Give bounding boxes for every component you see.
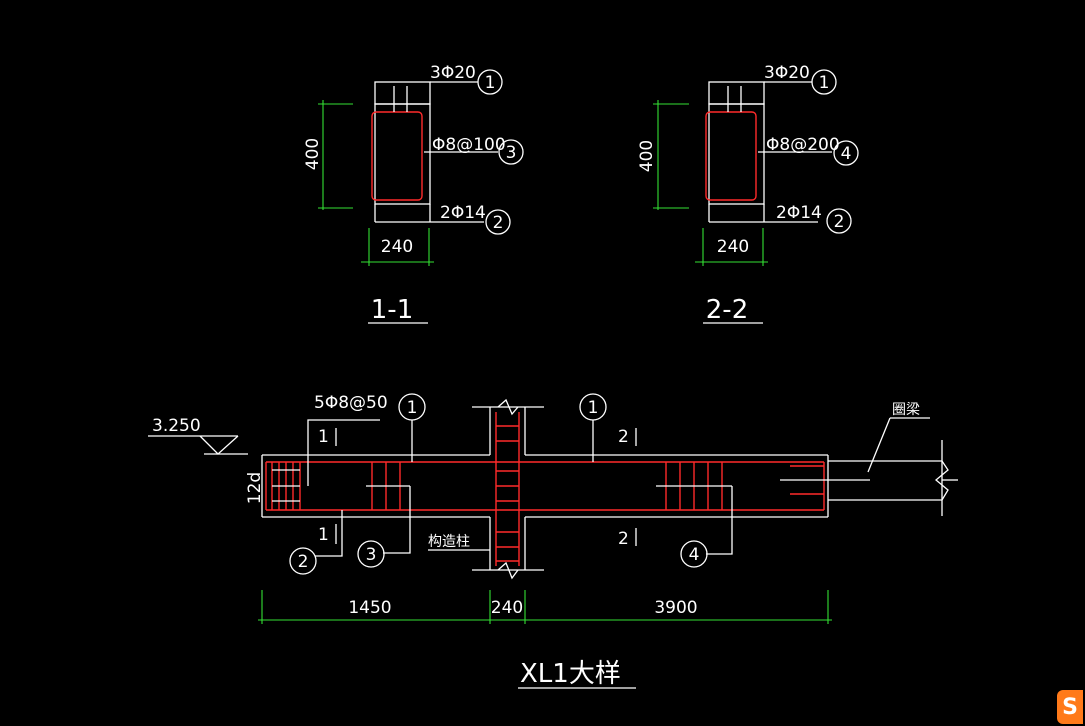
top-bar-label: 3Φ20 — [430, 63, 476, 83]
column-rebar — [495, 412, 520, 566]
beam-elevation: 3.250 圈梁 — [148, 393, 958, 689]
bar-tag-circle — [498, 139, 524, 165]
dimension-line: 1450 240 3900 — [258, 590, 832, 624]
stirrup-loop — [371, 111, 423, 201]
cut-label: 1 — [318, 525, 329, 545]
bottom-bar-label: 2Φ14 — [776, 203, 822, 223]
bar-tag-circle — [826, 208, 852, 234]
cut-label: 1 — [318, 427, 329, 447]
dim-mid: 240 — [491, 598, 523, 618]
bar-tag: 1 — [588, 398, 599, 418]
top-bar-label: 3Φ20 — [764, 63, 810, 83]
beam-rebar — [265, 461, 825, 511]
bar-tag: 3 — [366, 545, 377, 565]
bar-tag-circle — [833, 140, 859, 166]
section-title: 1-1 — [371, 295, 413, 325]
app-logo-icon: S — [1057, 690, 1083, 724]
bar-tag: 2 — [834, 212, 845, 232]
slab-edge — [374, 81, 431, 105]
cut-label: 2 — [618, 529, 629, 549]
width-dim: 240 — [717, 237, 749, 257]
stirrup-label: Φ8@200 — [766, 135, 840, 155]
bar-tag: 4 — [841, 144, 852, 164]
column-label: 构造柱 — [428, 534, 470, 550]
bar-tag-circle — [485, 209, 511, 235]
cut-label: 2 — [618, 427, 629, 447]
drawing-title: XL1大样 — [520, 659, 621, 689]
bar-tag-circle — [477, 69, 503, 95]
bar-tag-circle — [289, 547, 317, 575]
bar-tag: 2 — [298, 552, 309, 572]
bar-tag: 4 — [689, 545, 700, 565]
dim-right: 3900 — [654, 598, 697, 618]
bar-tag-circle — [398, 393, 426, 421]
bar-tag-circle — [680, 540, 708, 568]
anchor-length-label: 12d — [245, 472, 265, 504]
level-label: 3.250 — [152, 416, 201, 436]
bottom-bar-label: 2Φ14 — [440, 203, 486, 223]
bar-tag: 2 — [493, 213, 504, 233]
end-stirrup-label: 5Φ8@50 — [314, 393, 388, 413]
section-2-2: 3Φ20 Φ8@200 2Φ14 1 4 2 400 240 2-2 — [637, 63, 859, 325]
stirrup-label: Φ8@100 — [432, 135, 506, 155]
stirrup-loop — [705, 111, 757, 201]
width-dim: 240 — [381, 237, 413, 257]
level-triangle — [199, 435, 239, 455]
bar-tag: 1 — [407, 398, 418, 418]
bar-tag-circle — [357, 540, 385, 568]
dim-left: 1450 — [348, 598, 391, 618]
bar-tag: 3 — [506, 143, 517, 163]
section-1-1: 3Φ20 Φ8@100 2Φ14 1 3 2 400 240 1-1 — [303, 63, 524, 325]
bar-tag: 1 — [485, 73, 496, 93]
section-title: 2-2 — [706, 295, 748, 325]
ring-beam-label: 圈梁 — [892, 402, 920, 418]
slab-edge — [708, 81, 765, 105]
height-dim: 400 — [637, 140, 657, 172]
bar-tag: 1 — [819, 73, 830, 93]
bar-tag-circle — [811, 69, 837, 95]
height-dim: 400 — [303, 138, 323, 170]
bar-tag-circle — [579, 393, 607, 421]
